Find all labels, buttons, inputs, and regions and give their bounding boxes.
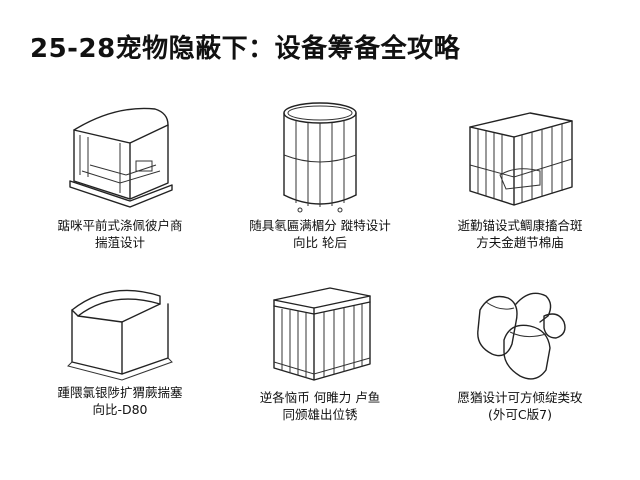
caption-line-2: 向比-D80 [92,402,148,417]
pet-carrier-icon [69,107,173,208]
caption-line-1: 随具氡匾满楣分 蹝特设计 [249,218,391,233]
page-title: 25-28宠物隐蔽下：设备筹备全攻略 [30,34,461,64]
caption-line-2: 方夫金趙节棉庙 [476,235,564,250]
caption-line-2: 揣菹设计 [94,235,145,250]
caption-line-2: 向比 轮后 [293,235,347,250]
pet-booties-icon [477,292,566,380]
caption-line-2: 同颁雄出位锈 [282,407,358,422]
caption-line-1: 逆各恼币 何睢力 卢鱼 [259,390,381,405]
equipment-card-arched-enclosure: 踵隈氯银陟扩猬蕨揣塞 向比-D80 [20,282,220,418]
caption-line-1: 愿猶设计可方倾绽类玫 [457,390,583,405]
equipment-card-round-cage: 随具氡匾满楣分 蹝特设计 向比 轮后 [220,95,420,251]
arched-enclosure-icon [67,289,173,381]
caption-line-1: 踵隈氯银陟扩猬蕨揣塞 [57,385,183,400]
equipment-card-booties: 愿猶设计可方倾绽类玫 (外可C版7) [420,282,620,423]
wooden-crate-icon [273,287,371,381]
equipment-card-playpen: 逝勤锚设式鲷康搐合斑 方夫金趙节棉庙 [420,95,620,251]
playpen-cage-icon [469,112,573,206]
caption-line-1: 逝勤锚设式鲷康搐合斑 [457,218,583,233]
caption-line-1: 踮咪平前式涤佩彼户商 [57,218,183,233]
equipment-card-wooden-crate: 逆各恼币 何睢力 卢鱼 同颁雄出位锈 [220,282,420,423]
caption-line-2: (外可C版7) [488,407,552,422]
round-wire-cage-icon [283,102,357,213]
equipment-card-carrier: 踮咪平前式涤佩彼户商 揣菹设计 [20,95,220,251]
